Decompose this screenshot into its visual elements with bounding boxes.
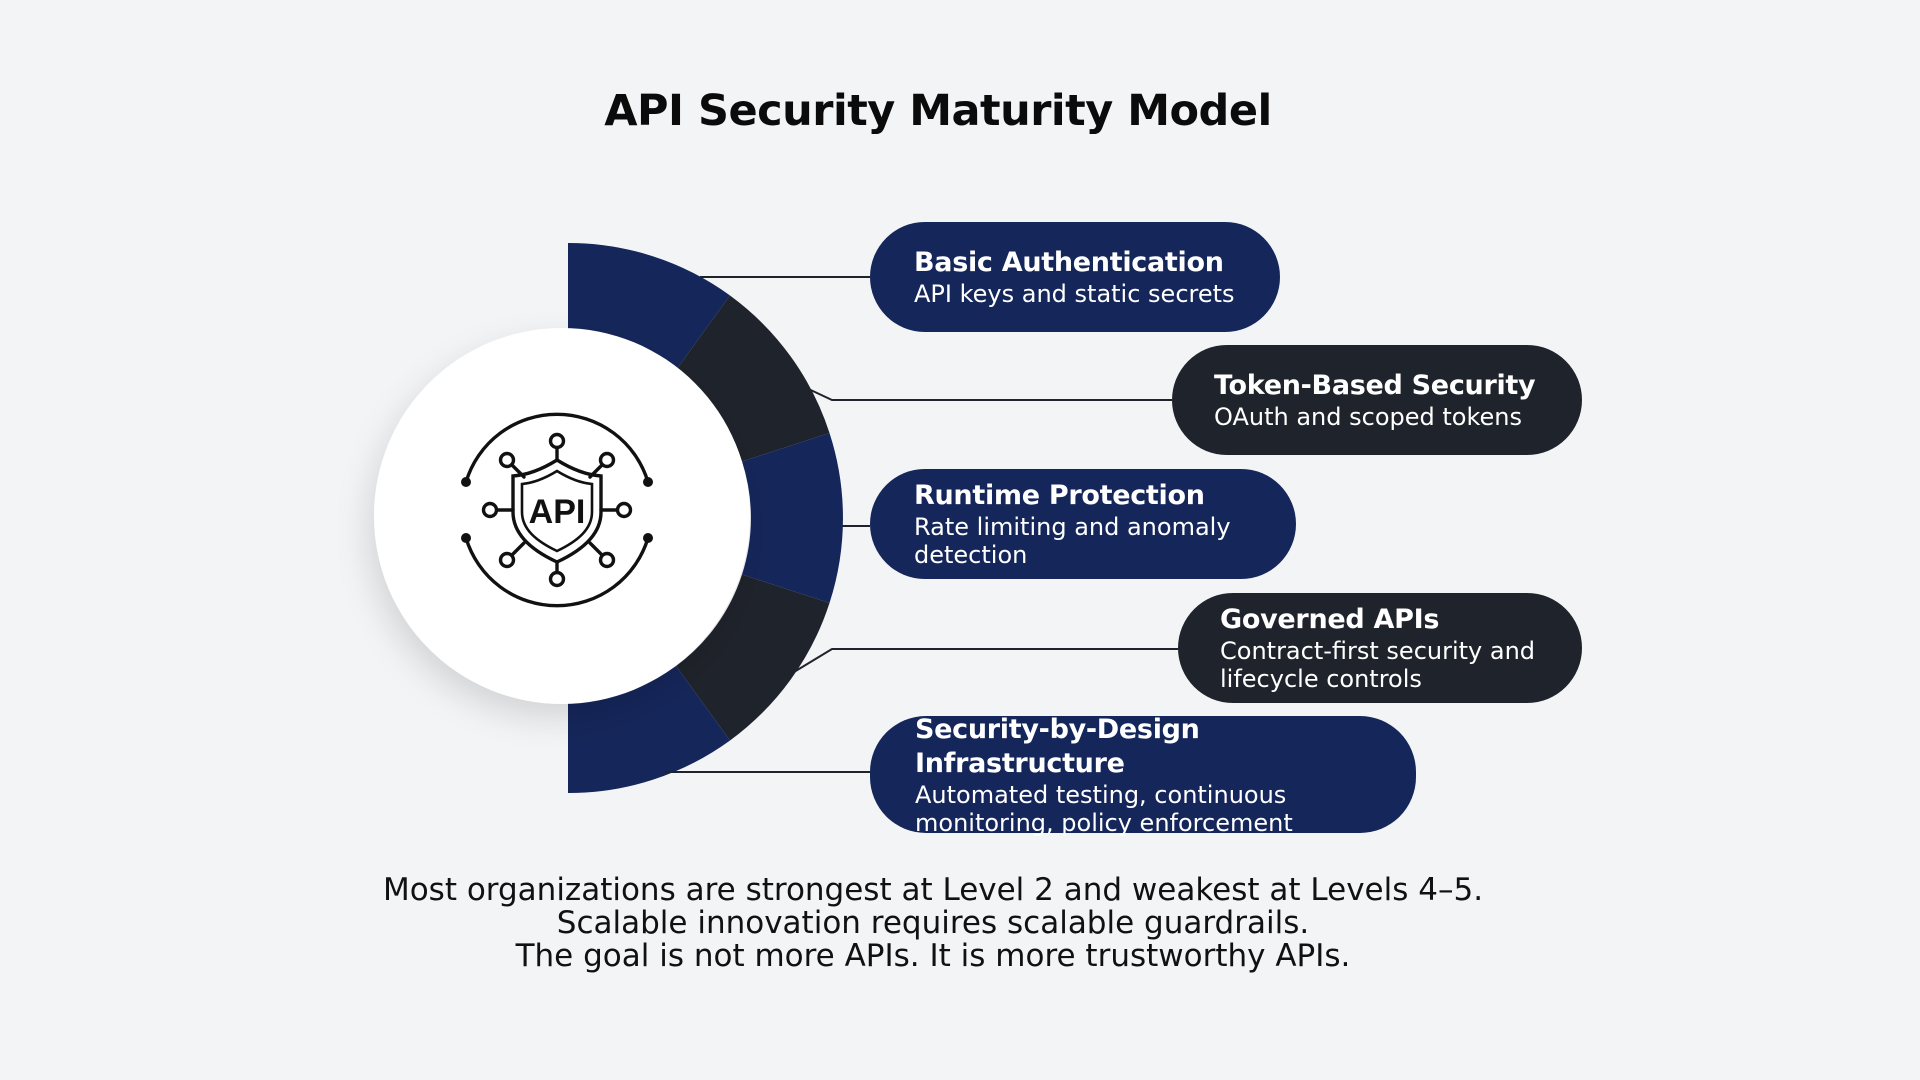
center-circle xyxy=(374,328,750,704)
summary-text: Most organizations are strongest at Leve… xyxy=(0,874,1866,973)
level-4-heading: Governed APIs xyxy=(1220,604,1440,635)
level-5-description: Automated testing, continuous monitoring… xyxy=(915,780,1293,837)
level-3-heading: Runtime Protection xyxy=(914,480,1205,511)
ring-segment-level-2 xyxy=(676,295,830,462)
level-4-description: Contract-first security and lifecycle co… xyxy=(1220,637,1536,693)
connector-level-2 xyxy=(799,384,1172,401)
level-1-description: API keys and static secrets xyxy=(914,280,1235,308)
level-4-card: Governed APIs Contract-first security an… xyxy=(1178,593,1582,703)
api-shield-network-icon: API xyxy=(461,412,653,608)
summary-line-2: Scalable innovation requires scalable gu… xyxy=(556,905,1310,941)
summary-line-1: Most organizations are strongest at Leve… xyxy=(382,872,1484,908)
level-5-card: Security-by-Design Infrastructure Automa… xyxy=(870,713,1416,837)
level-1-heading: Basic Authentication xyxy=(914,247,1224,278)
page-title: API Security Maturity Model xyxy=(604,86,1272,136)
level-1-card: Basic Authentication API keys and static… xyxy=(870,222,1280,332)
api-icon-label: API xyxy=(529,493,586,531)
level-3-card: Runtime Protection Rate limiting and ano… xyxy=(870,469,1296,579)
level-3-description: Rate limiting and anomaly detection xyxy=(914,513,1231,569)
ring-segment-level-4 xyxy=(676,574,830,741)
connector-level-4 xyxy=(793,648,1178,673)
level-2-description: OAuth and scoped tokens xyxy=(1214,403,1522,431)
ring-segment-level-3 xyxy=(742,433,843,603)
level-5-heading: Security-by-Design Infrastructure xyxy=(915,713,1200,779)
level-2-card: Token-Based Security OAuth and scoped to… xyxy=(1172,345,1582,455)
summary-line-3: The goal is not more APIs. It is more tr… xyxy=(515,938,1351,974)
level-2-heading: Token-Based Security xyxy=(1214,370,1536,401)
